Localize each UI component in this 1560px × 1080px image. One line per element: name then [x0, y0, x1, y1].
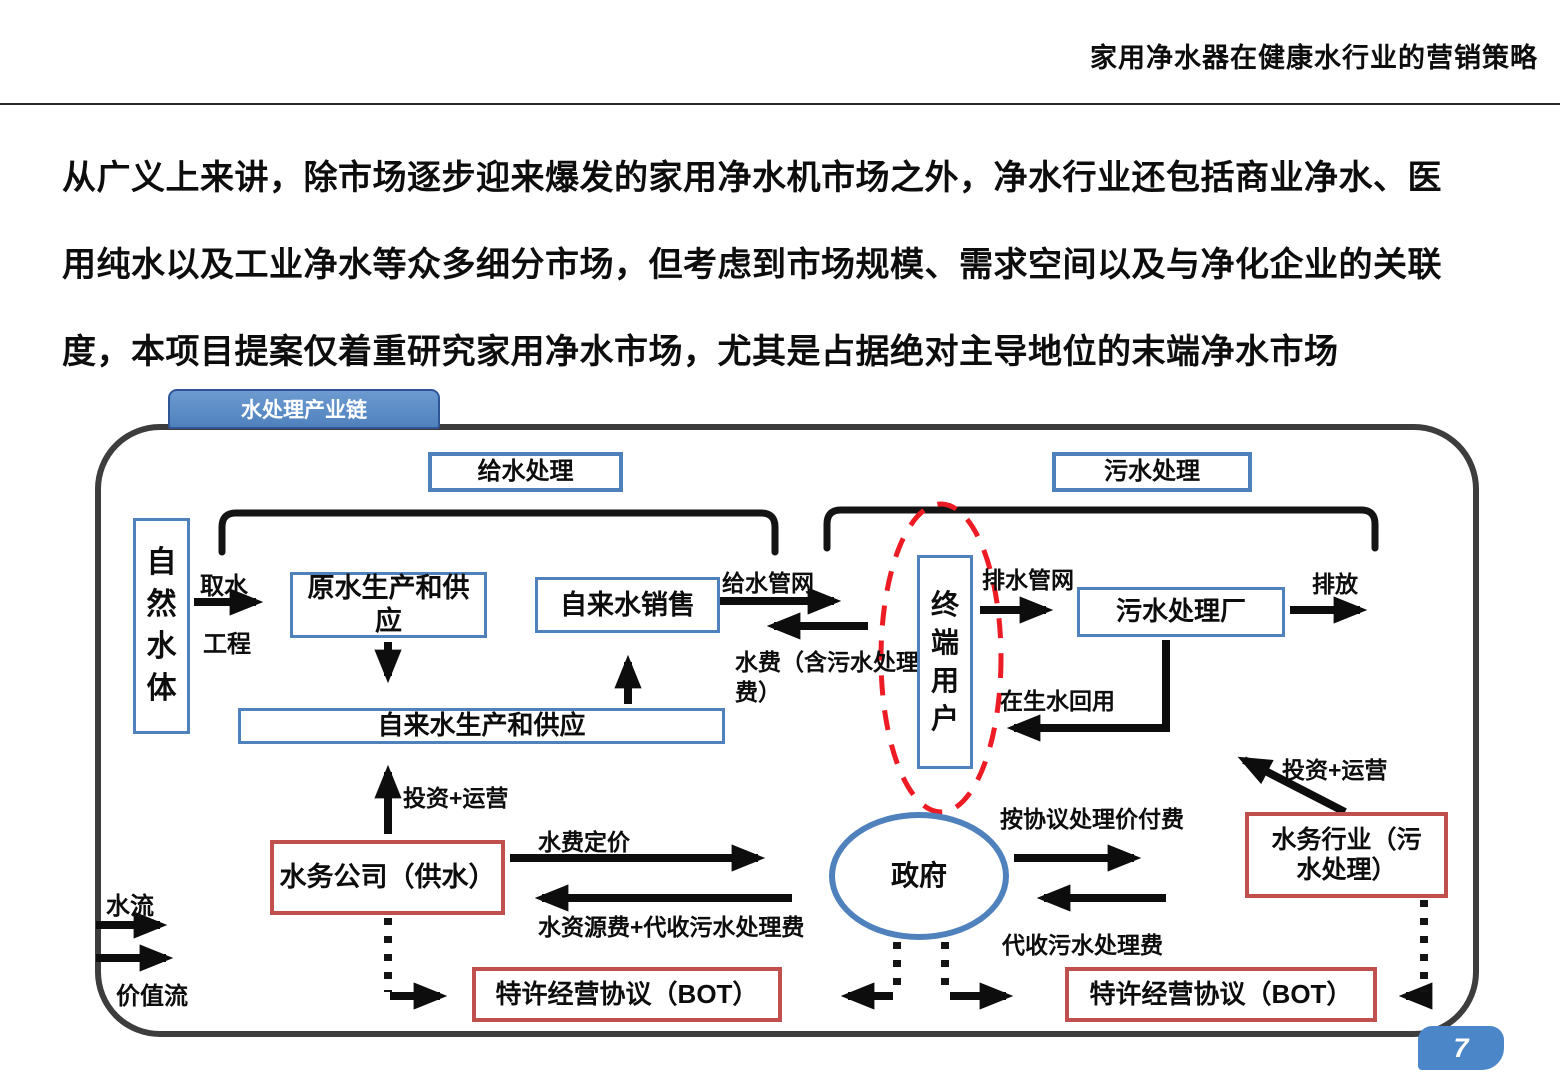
node-tap-water-production: 自来水生产和供应: [238, 708, 725, 744]
title-divider: [0, 103, 1560, 105]
label-water-pricing: 水费定价: [538, 829, 630, 855]
node-water-company: 水务公司（供水）: [270, 840, 505, 915]
industry-chain-tab: 水处理产业链: [168, 389, 440, 429]
label-water-fee: 水费（含污水处理 费）: [735, 649, 919, 705]
sewage-section-header: 污水处理: [1052, 452, 1252, 492]
label-collect-sewage-fee: 代收污水处理费: [1002, 932, 1163, 958]
label-project: 工程: [203, 631, 251, 658]
node-sewage-plant: 污水处理厂: [1077, 587, 1285, 637]
label-intake: 取水: [200, 573, 248, 600]
node-raw-water-supply: 原水生产和供 应: [290, 572, 487, 638]
label-agreement-pay: 按协议处理价付费: [1000, 806, 1184, 832]
label-supply-network: 给水管网: [722, 570, 814, 596]
label-invest-operate-sewage: 投资+运营: [1282, 757, 1388, 783]
node-water-industry: 水务行业（污 水处理）: [1245, 812, 1448, 898]
paragraph-line-1: 从广义上来讲，除市场逐步迎来爆发的家用净水机市场之外，净水行业还包括商业净水、医: [62, 159, 1442, 197]
label-discharge: 排放: [1312, 571, 1358, 597]
label-reclaimed-reuse: 在生水回用: [1000, 688, 1115, 714]
node-natural-water: 自 然 水 体: [133, 518, 190, 734]
page-number-badge: 7: [1418, 1026, 1504, 1070]
label-water-flow: 水流: [106, 893, 154, 920]
label-resource-fee: 水资源费+代收污水处理费: [538, 914, 805, 940]
paragraph-line-3: 度，本项目提案仅着重研究家用净水市场，尤其是占据绝对主导地位的末端净水市场: [62, 333, 1339, 371]
node-government: 政府: [829, 812, 1009, 940]
slide-title: 家用净水器在健康水行业的营销策略: [1090, 43, 1538, 73]
supply-section-header: 给水处理: [428, 452, 623, 492]
label-drain-network: 排水管网: [982, 567, 1074, 593]
label-value-flow: 价值流: [116, 983, 188, 1010]
node-tap-water-sales: 自来水销售: [535, 577, 720, 633]
paragraph-line-2: 用纯水以及工业净水等众多细分市场，但考虑到市场规模、需求空间以及与净化企业的关联: [62, 246, 1442, 284]
node-bot-right: 特许经营协议（BOT）: [1065, 967, 1377, 1022]
node-end-user: 终 端 用 户: [917, 555, 973, 769]
node-bot-left: 特许经营协议（BOT）: [472, 967, 782, 1022]
label-invest-operate-supply: 投资+运营: [403, 785, 509, 811]
